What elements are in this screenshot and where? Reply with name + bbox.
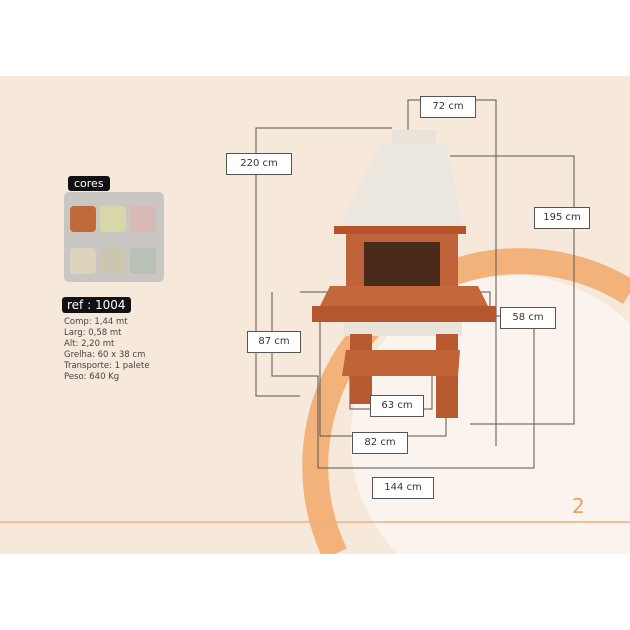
spec-height: Alt: 2,20 mt [64, 339, 115, 349]
swatch-stone-beige[interactable] [70, 248, 96, 274]
swatch-stone-mixed[interactable] [100, 248, 126, 274]
spec-list: Comp: 1,44 mt Larg: 0,58 mt Alt: 2,20 mt… [64, 317, 150, 383]
dim-58: 58 cm [500, 307, 556, 329]
spec-width: Larg: 0,58 mt [64, 328, 122, 338]
dim-220: 220 cm [226, 153, 292, 175]
colors-heading: cores [68, 176, 110, 191]
ref-label: ref : 1004 [62, 297, 131, 313]
dim-87: 87 cm [247, 331, 301, 353]
swatch-stone-grey[interactable] [130, 248, 156, 274]
page-number: 2 [572, 494, 585, 518]
dim-63: 63 cm [370, 395, 424, 417]
swatch-mixed-brick[interactable] [130, 206, 156, 232]
dim-72: 72 cm [420, 96, 476, 118]
swatch-cream-brick[interactable] [100, 206, 126, 232]
colors-swatch-panel [64, 192, 164, 282]
catalog-page: cores ref : 1004 Comp: 1,44 mt Larg: 0,5… [0, 76, 630, 554]
spec-length: Comp: 1,44 mt [64, 317, 128, 327]
spec-grill: Grelha: 60 x 38 cm [64, 350, 146, 360]
dim-195: 195 cm [534, 207, 590, 229]
barbecue-illustration [312, 130, 496, 418]
dim-82: 82 cm [352, 432, 408, 454]
swatch-terracotta[interactable] [70, 206, 96, 232]
dim-144: 144 cm [372, 477, 434, 499]
spec-transport: Transporte: 1 palete [64, 361, 150, 371]
spec-weight: Peso: 640 Kg [64, 372, 120, 382]
